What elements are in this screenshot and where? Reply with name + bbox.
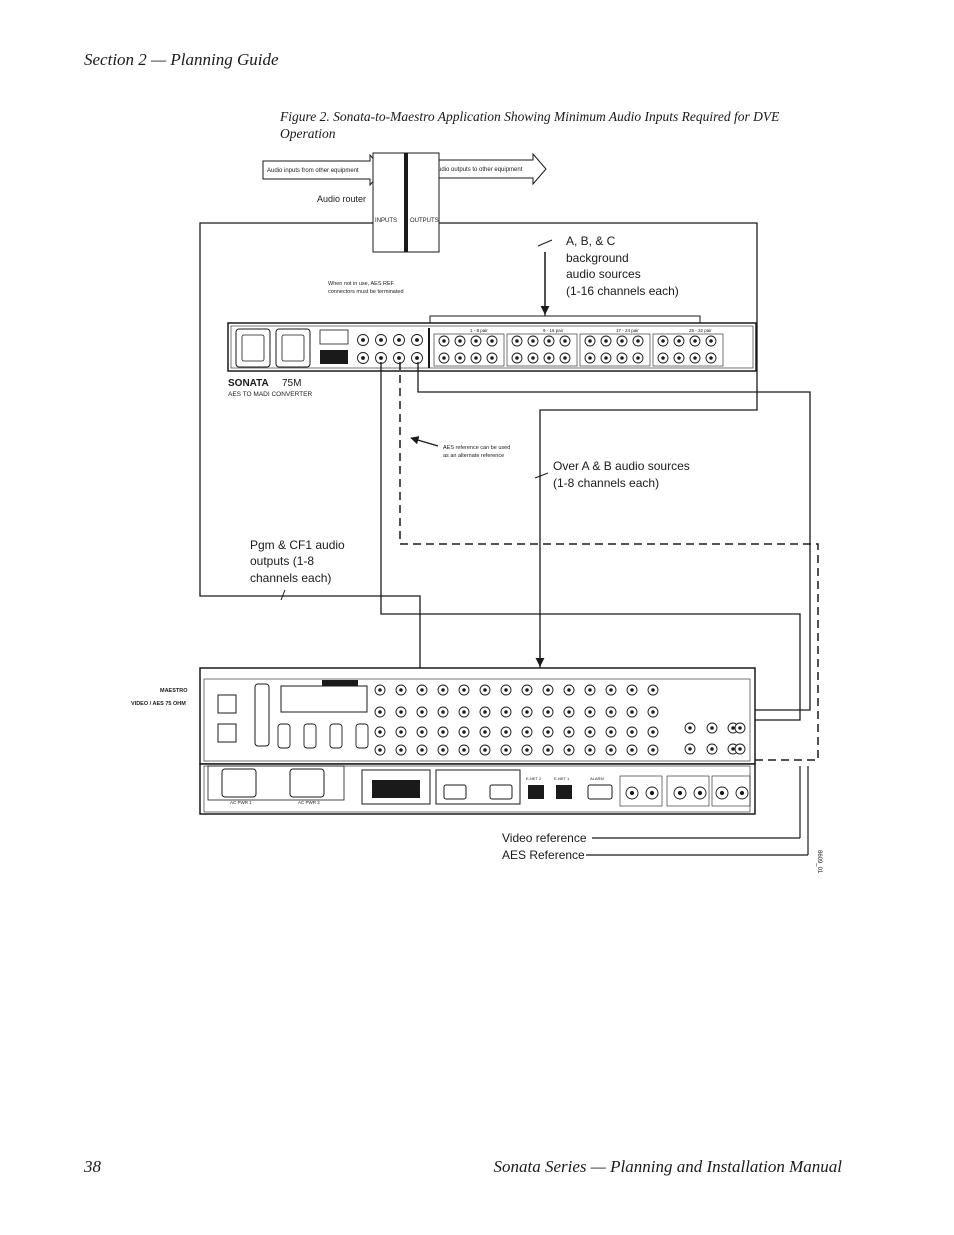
aes-reference-label: AES Reference bbox=[502, 848, 585, 862]
aes-alternate-note-line2: as an alternate reference bbox=[443, 453, 504, 459]
maestro-upper-chassis bbox=[199, 667, 756, 765]
callout-pgm-line2: outputs (1-8 bbox=[250, 554, 314, 568]
sonata-group-label-1: 1 - 8 pair bbox=[470, 328, 488, 333]
sonata-model: 75M bbox=[282, 378, 301, 389]
video-reference-label: Video reference bbox=[502, 831, 587, 845]
footer-title: Sonata Series — Planning and Installatio… bbox=[493, 1157, 843, 1176]
callout-pgm-line1: Pgm & CF1 audio bbox=[250, 538, 345, 552]
maestro-alarm-label: ALARM bbox=[590, 776, 604, 781]
maestro-ac-pwr-1: AC PWR 1 bbox=[230, 800, 252, 805]
router-inputs-label: INPUTS bbox=[375, 218, 397, 224]
aes-termination-note-line2: connectors must be terminated bbox=[328, 289, 404, 295]
maestro-label: MAESTRO bbox=[160, 688, 188, 694]
router-divider bbox=[404, 153, 408, 252]
maestro-enet-2-label: E-NET 2 bbox=[526, 776, 542, 781]
callout-background-line1: A, B, & C bbox=[566, 234, 616, 248]
aes-termination-note-line1: When not in use, AES REF bbox=[328, 281, 395, 287]
maestro-label-sub: VIDEO / AES 75 OHM bbox=[131, 701, 186, 707]
sonata-75m-panel: 1 - 8 pair 9 - 16 pair 17 - 24 pair 25 -… bbox=[227, 322, 757, 398]
section-header: Section 2 — Planning Guide bbox=[84, 50, 279, 69]
sonata-group-label-4: 25 - 32 pair bbox=[689, 328, 712, 333]
audio-out-arrow-text: Audio outputs to other equipment bbox=[434, 167, 523, 173]
router-output-line bbox=[439, 222, 758, 668]
aes-alternate-note-line1: AES reference can be used bbox=[443, 445, 510, 451]
audio-out-arrow bbox=[429, 152, 547, 186]
sonata-aes-connectors bbox=[357, 333, 724, 367]
callout-pgm-line3: channels each) bbox=[250, 571, 331, 585]
callout-background-line4: (1-16 channels each) bbox=[566, 284, 679, 298]
sonata-input-bracket bbox=[429, 315, 701, 323]
page-number: 38 bbox=[84, 1157, 101, 1176]
callout-background-leader bbox=[537, 239, 553, 247]
audio-in-arrow-text: Audio inputs from other equipment bbox=[267, 168, 359, 174]
sonata-power-inlets bbox=[235, 328, 311, 368]
sonata-group-label-3: 17 - 24 pair bbox=[616, 328, 639, 333]
callout-pgm-leader bbox=[280, 589, 286, 601]
aes-ref-dashed-line bbox=[399, 362, 819, 761]
sonata-subtitle: AES TO MADI CONVERTER bbox=[228, 391, 312, 398]
maestro-panel: MAESTRO VIDEO / AES 75 OHM AC PWR 1 AC P… bbox=[131, 667, 756, 815]
figure-id: 8609_01 bbox=[816, 850, 822, 874]
audio-router: Audio inputs from other equipment Audio … bbox=[262, 152, 547, 253]
callout-over-line2: (1-8 channels each) bbox=[553, 476, 659, 490]
maestro-ac-pwr-2: AC PWR 2 bbox=[298, 800, 320, 805]
maestro-bnc-array bbox=[374, 684, 746, 756]
audio-router-label: Audio router bbox=[317, 194, 366, 204]
callout-background-line2: background bbox=[566, 251, 629, 265]
router-outputs-label: OUTPUTS bbox=[410, 218, 439, 224]
sonata-brand: SONATA bbox=[228, 378, 269, 389]
callout-over-leader bbox=[534, 472, 549, 479]
callout-over-line1: Over A & B audio sources bbox=[553, 459, 690, 473]
sonata-group-label-2: 9 - 16 pair bbox=[543, 328, 564, 333]
callout-background-line3: audio sources bbox=[566, 267, 641, 281]
video-ref-line bbox=[380, 362, 801, 721]
madi-line bbox=[417, 362, 811, 711]
maestro-enet-1-label: E-NET 1 bbox=[554, 776, 570, 781]
figure-caption: Figure 2. Sonata-to-Maestro Application … bbox=[280, 109, 780, 141]
pgm-output-line bbox=[199, 222, 421, 668]
